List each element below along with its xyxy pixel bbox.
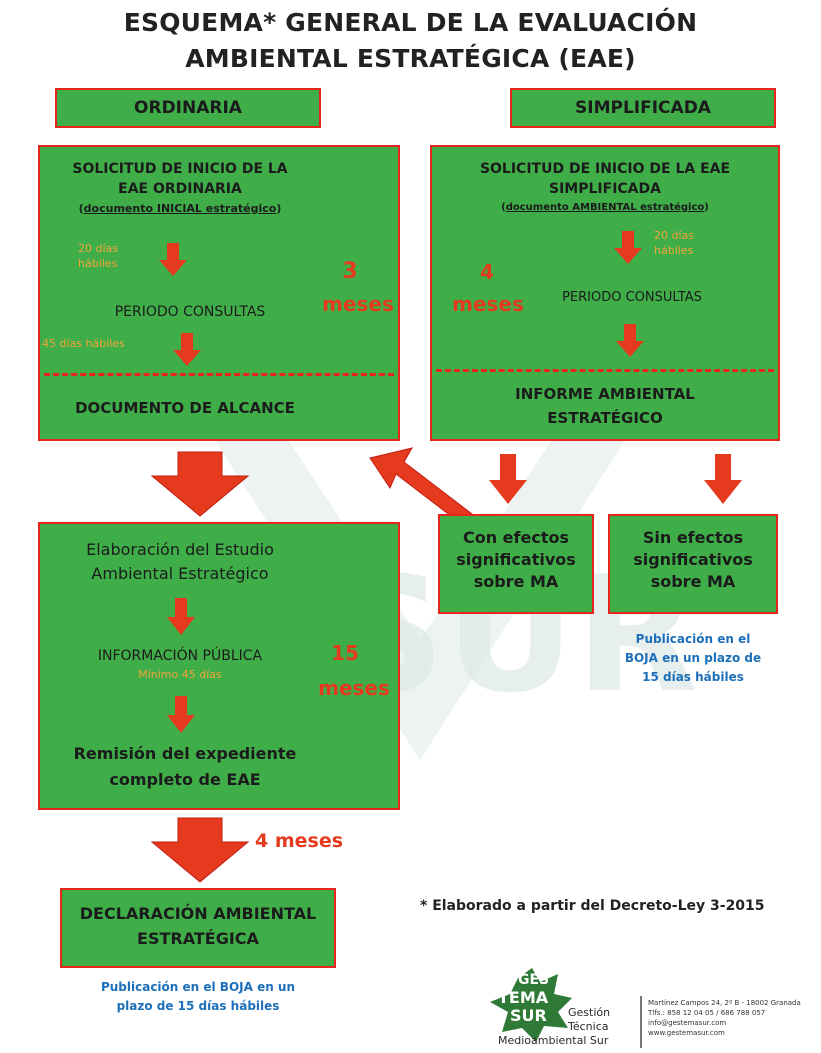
contact-email[interactable]: info@gestemasur.com <box>648 1019 727 1027</box>
sin-efectos-box: Sin efectos significativos sobre MA <box>608 514 778 614</box>
logo-tecnica: Técnica <box>568 1020 609 1033</box>
simp-arrow-down-1 <box>614 231 642 264</box>
logo-sur: SUR <box>510 1006 547 1025</box>
documento-alcance: DOCUMENTO DE ALCANCE <box>75 399 295 417</box>
ord-days2: 45 días hábiles <box>42 337 125 350</box>
cuatro-meses: 4 meses <box>255 830 344 852</box>
estudio-line1: Elaboración del Estudio <box>86 540 274 559</box>
simp-solicitud-line2: SIMPLIFICADA <box>549 181 661 197</box>
con-efectos-line3: sobre MA <box>473 572 559 591</box>
estudio-line2: Ambiental Estratégico <box>91 564 269 583</box>
diagram-title-line1: ESQUEMA* GENERAL DE LA EVALUACIÓN <box>123 8 698 37</box>
simp-periodo: PERIODO CONSULTAS <box>562 290 702 305</box>
ord-months-word: meses <box>322 292 394 316</box>
logo-medioambiental: Medioambiental Sur <box>498 1034 609 1047</box>
logo-contact: Martínez Campos 24, 2º B - 18002 Granada… <box>648 998 818 1038</box>
estudio-months-num: 15 <box>331 641 359 665</box>
minimo-dias: Mínimo 45 días <box>138 668 222 681</box>
publicacion-sin-efectos: Publicación en el BOJA en un plazo de 15… <box>608 630 778 687</box>
simp-solicitud-line1: SOLICITUD DE INICIO DE LA EAE <box>479 161 731 177</box>
ord-days1-line2: hábiles <box>78 257 118 270</box>
logo-separator <box>640 996 642 1048</box>
declaracion-line2: ESTRATÉGICA <box>137 929 259 948</box>
ord-solicitud-line2: EAE ORDINARIA <box>118 181 242 197</box>
publicacion-decl-line2: plazo de 15 días hábiles <box>116 999 280 1013</box>
sin-efectos-line1: Sin efectos <box>642 528 744 547</box>
logo-gestion: Gestión <box>568 1006 611 1019</box>
estudio-box: Elaboración del Estudio Ambiental Estrat… <box>38 522 400 810</box>
contact-address: Martínez Campos 24, 2º B - 18002 Granada <box>648 999 801 1007</box>
publicacion-sin-line1: Publicación en el <box>635 632 751 646</box>
contact-website[interactable]: www.gestemasur.com <box>648 1029 725 1037</box>
gestemasur-logo: GES TEMA SUR Gestión Técnica Medioambien… <box>488 968 638 1050</box>
info-publica: INFORMACIÓN PÚBLICA <box>97 648 263 664</box>
publicacion-sin-line2: BOJA en un plazo de <box>624 651 762 665</box>
big-arrow-down-estudio <box>150 817 250 883</box>
publicacion-declaracion: Publicación en el BOJA en un plazo de 15… <box>60 978 336 1016</box>
estudio-arrow-down-1 <box>167 598 195 635</box>
sin-efectos-line3: sobre MA <box>650 572 736 591</box>
leaf-icon <box>490 968 572 1042</box>
simplificada-header: SIMPLIFICADA <box>510 88 776 128</box>
con-efectos-box: Con efectos significativos sobre MA <box>438 514 594 614</box>
informe-line1: INFORME AMBIENTAL <box>515 385 695 403</box>
ord-divider <box>44 373 394 376</box>
arrow-down-sin-efectos <box>704 454 742 504</box>
simplificada-box: SOLICITUD DE INICIO DE LA EAE SIMPLIFICA… <box>430 145 780 441</box>
big-arrow-down-ordinaria <box>150 451 250 517</box>
simp-months-word: meses <box>452 292 524 316</box>
logo-ges: GES <box>518 972 550 988</box>
con-efectos-line2: significativos <box>456 550 576 569</box>
ord-arrow-down-2 <box>173 333 201 366</box>
estudio-arrow-down-2 <box>167 696 195 733</box>
remision-line1: Remisión del expediente <box>73 744 297 763</box>
declaracion-box: DECLARACIÓN AMBIENTAL ESTRATÉGICA <box>60 888 336 968</box>
simp-months-num: 4 <box>480 260 494 284</box>
ordinaria-header: ORDINARIA <box>55 88 321 128</box>
arrow-down-con-efectos <box>489 454 527 504</box>
informe-line2: ESTRATÉGICO <box>547 409 663 427</box>
simp-arrow-down-2 <box>616 324 644 357</box>
ord-solicitud-line1: SOLICITUD DE INICIO DE LA <box>72 161 288 177</box>
ord-months-num: 3 <box>342 259 358 284</box>
remision-line2: completo de EAE <box>109 770 261 789</box>
publicacion-sin-line3: 15 días hábiles <box>642 670 744 684</box>
ord-days1-line1: 20 días <box>78 242 119 255</box>
footnote: * Elaborado a partir del Decreto-Ley 3-2… <box>420 898 765 914</box>
ordinaria-box: SOLICITUD DE INICIO DE LA EAE ORDINARIA … <box>38 145 400 441</box>
con-efectos-line1: Con efectos <box>462 528 569 547</box>
simp-doc-label: documento AMBIENTAL estratégico <box>505 202 705 213</box>
simp-days-line2: hábiles <box>654 244 694 257</box>
sin-efectos-line2: significativos <box>633 550 753 569</box>
estudio-months-word: meses <box>318 676 390 700</box>
declaracion-line1: DECLARACIÓN AMBIENTAL <box>79 904 317 923</box>
publicacion-decl-line1: Publicación en el BOJA en un <box>100 980 296 994</box>
ord-doc-label: documento INICIAL estratégico <box>83 202 277 215</box>
simp-days-line1: 20 días <box>654 229 695 242</box>
ord-arrow-down-1 <box>159 243 187 276</box>
simp-divider <box>436 369 774 372</box>
logo-tema: TEMA <box>498 988 549 1007</box>
diagram-title-line2: AMBIENTAL ESTRATÉGICA (EAE) <box>185 44 636 73</box>
ord-periodo: PERIODO CONSULTAS <box>114 304 266 320</box>
contact-phones: Tlfs.: 858 12 04 05 / 686 788 057 <box>648 1009 766 1017</box>
